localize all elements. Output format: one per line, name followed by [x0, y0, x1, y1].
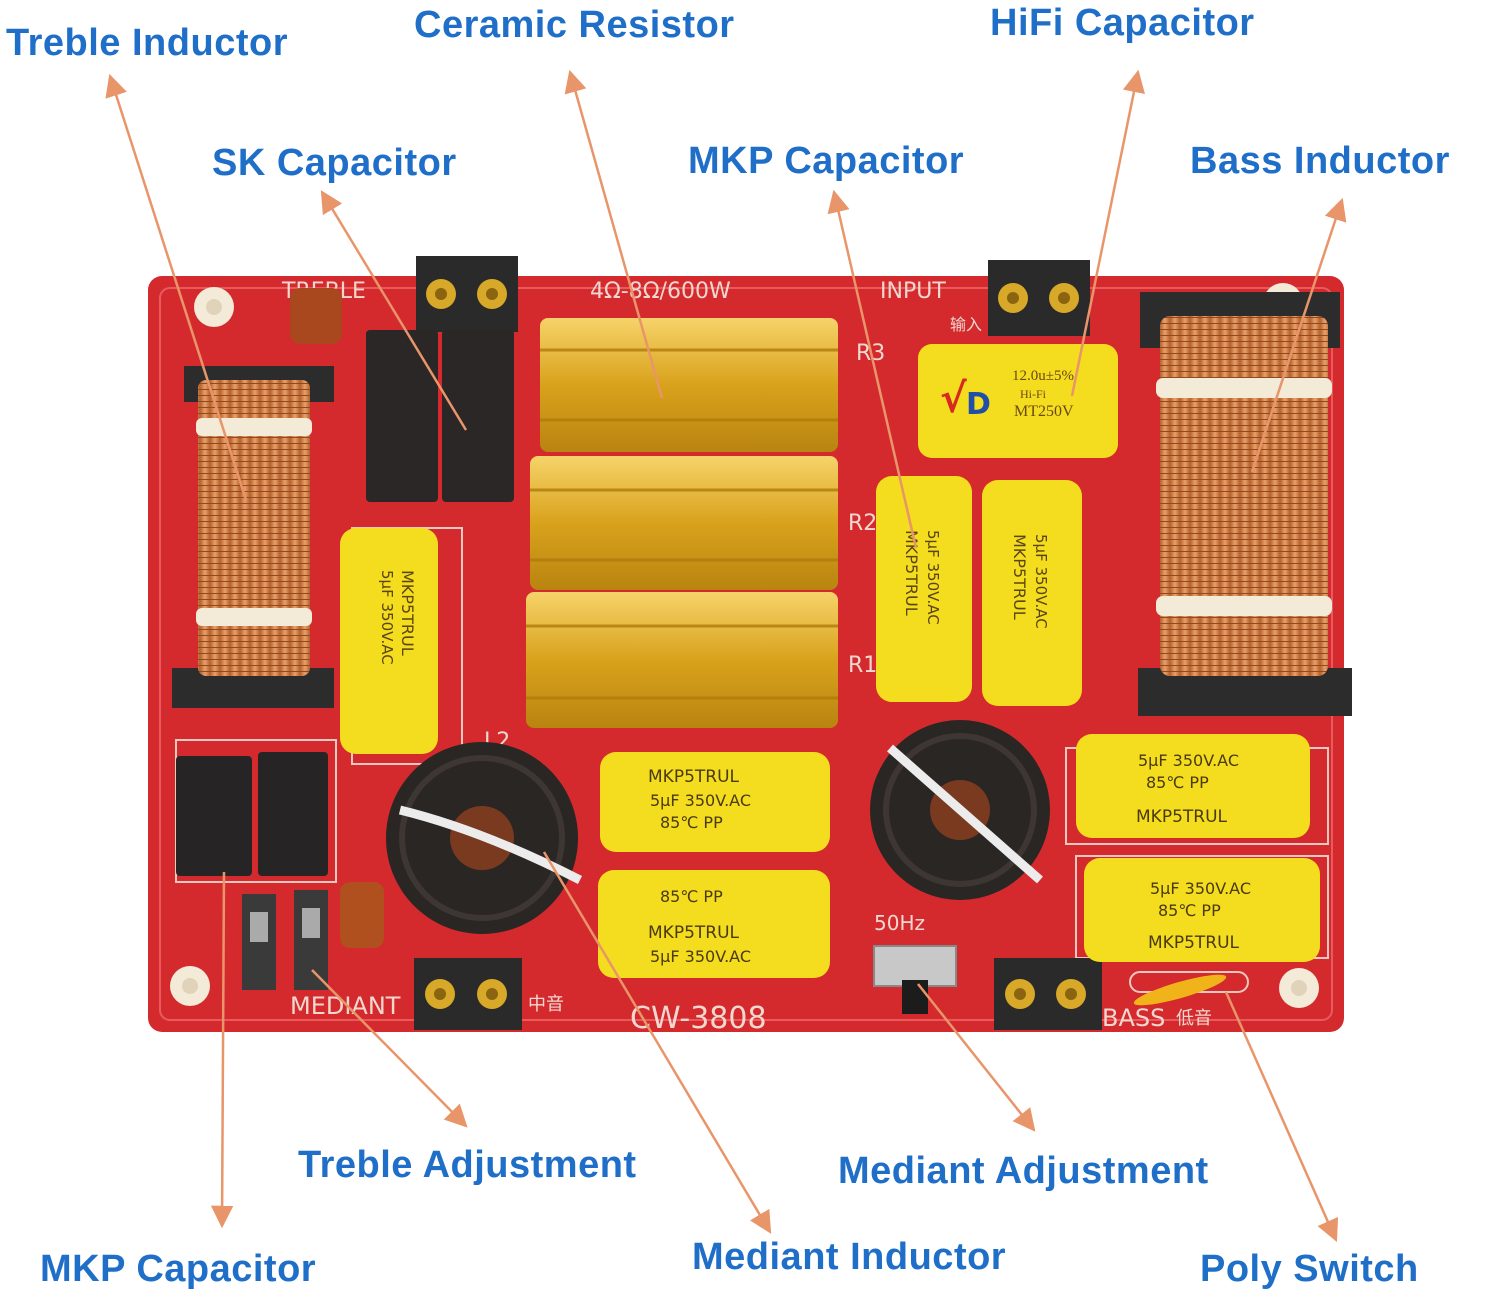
svg-text:MKP5TRUL: MKP5TRUL: [1136, 807, 1228, 827]
sk-capacitor-blocks: [366, 330, 514, 502]
svg-text:85℃ PP: 85℃ PP: [660, 887, 723, 906]
rating-silkscreen: 4Ω-8Ω/600W: [590, 279, 731, 304]
svg-text:MKP5TRUL: MKP5TRUL: [398, 570, 417, 656]
poly-switch: [1129, 971, 1249, 1006]
input-silkscreen: INPUT: [880, 279, 946, 304]
arrow-ceramic-resistor: [564, 69, 664, 399]
label-treble-inductor: Treble Inductor: [6, 22, 288, 64]
hifi-cap-type: Hi-Fi: [1020, 387, 1047, 401]
arrow-treble-adjustment: [311, 969, 468, 1128]
mkp-capacitor-horizontal-1: MKP5TRUL 5μF 350V.AC 85℃ PP: [600, 752, 830, 852]
mediant-silkscreen: MEDIANT: [290, 992, 401, 1020]
mkp-capacitor-horizontal-2: 85℃ PP MKP5TRUL 5μF 350V.AC: [598, 870, 830, 978]
svg-text:5μF 350V.AC: 5μF 350V.AC: [1138, 751, 1239, 770]
ceramic-resistors: [526, 318, 838, 728]
mediant-inductor-toroid-right: [870, 720, 1050, 900]
label-ceramic-resistor: Ceramic Resistor: [414, 4, 735, 46]
r2-silkscreen: R2: [848, 511, 877, 536]
arrow-hifi-capacitor: [1070, 69, 1145, 397]
svg-text:5μF 350V.AC: 5μF 350V.AC: [1032, 534, 1050, 629]
label-poly-switch: Poly Switch: [1200, 1248, 1419, 1290]
label-mediant-adjustment: Mediant Adjustment: [838, 1150, 1209, 1192]
svg-text:5μF 350V.AC: 5μF 350V.AC: [924, 530, 942, 625]
label-treble-adjustment: Treble Adjustment: [298, 1144, 637, 1186]
svg-text:85℃ PP: 85℃ PP: [1146, 773, 1209, 792]
mkp-capacitor-horizontal-3: 5μF 350V.AC 85℃ PP MKP5TRUL: [1076, 734, 1310, 838]
mkp-capacitor-horizontal-4: 5μF 350V.AC 85℃ PP MKP5TRUL: [1084, 858, 1320, 962]
mkp-capacitor-vertical-left: MKP5TRUL 5μF 350V.AC: [340, 528, 438, 754]
arrow-poly-switch: [1224, 991, 1339, 1243]
svg-text:D: D: [966, 387, 991, 422]
svg-text:85℃ PP: 85℃ PP: [1158, 901, 1221, 920]
svg-text:5μF 350V.AC: 5μF 350V.AC: [650, 791, 751, 810]
arrow-mkp-capacitor-bottom: [210, 871, 234, 1229]
arrow-mediant-inductor: [542, 851, 772, 1234]
cn-bass-silkscreen: 低音: [1176, 1008, 1212, 1029]
arrow-mediant-adjustment: [917, 983, 1036, 1132]
arrow-bass-inductor: [1250, 197, 1347, 473]
label-mediant-inductor: Mediant Inductor: [692, 1236, 1007, 1278]
svg-text:5μF 350V.AC: 5μF 350V.AC: [650, 947, 751, 966]
svg-text:MKP5TRUL: MKP5TRUL: [902, 530, 921, 616]
freq-silkscreen: 50Hz: [874, 911, 925, 935]
arrow-sk-capacitor: [320, 190, 468, 431]
mounting-holes: [170, 283, 1319, 1008]
arrow-mkp-capacitor-top: [827, 189, 918, 549]
label-mkp-capacitor-top: MKP Capacitor: [688, 140, 965, 182]
svg-text:MKP5TRUL: MKP5TRUL: [648, 767, 740, 787]
label-hifi-capacitor: HiFi Capacitor: [990, 2, 1255, 44]
svg-text:MKP5TRUL: MKP5TRUL: [1148, 933, 1240, 953]
terminal-block-mediant: [414, 958, 522, 1030]
bass-silkscreen: BASS: [1102, 1004, 1165, 1032]
cn-input-silkscreen: 输入: [950, 315, 982, 334]
mkp-capacitor-vertical-mid-1: MKP5TRUL 5μF 350V.AC: [876, 476, 972, 702]
mkp-capacitor-black-pair: [176, 752, 328, 876]
svg-text:MKP5TRUL: MKP5TRUL: [1010, 534, 1029, 620]
cn-mid-silkscreen: 中音: [528, 994, 564, 1015]
hifi-capacitor: √ D 12.0u±5% Hi-Fi MT250V: [918, 344, 1118, 458]
small-brown-capacitor-2: [340, 882, 384, 948]
svg-text:MKP5TRUL: MKP5TRUL: [648, 923, 740, 943]
label-mkp-capacitor-bottom: MKP Capacitor: [40, 1248, 317, 1290]
arrow-treble-inductor: [105, 73, 248, 501]
svg-text:√: √: [940, 376, 967, 422]
small-brown-capacitor: [290, 288, 342, 344]
label-sk-capacitor: SK Capacitor: [212, 142, 457, 184]
hifi-cap-value: 12.0u±5%: [1012, 368, 1074, 384]
mediant-inductor-toroid-left: [386, 742, 583, 934]
terminal-block-treble: [416, 256, 518, 332]
treble-adjustment-switches: [242, 890, 328, 990]
svg-text:5μF 350V.AC: 5μF 350V.AC: [378, 570, 396, 665]
model-silkscreen: CW-3808: [630, 1001, 767, 1036]
bass-inductor-coil: [1138, 292, 1352, 716]
label-bass-inductor: Bass Inductor: [1190, 140, 1450, 182]
svg-text:5μF 350V.AC: 5μF 350V.AC: [1150, 879, 1251, 898]
r1-silkscreen: R1: [848, 653, 877, 678]
mediant-adjustment-switch: [873, 945, 957, 1014]
terminal-block-bass: [994, 958, 1102, 1030]
terminal-block-input: [988, 260, 1090, 336]
hifi-cap-voltage: MT250V: [1014, 403, 1074, 420]
svg-text:85℃ PP: 85℃ PP: [660, 813, 723, 832]
treble-inductor-coil: [172, 366, 334, 708]
callout-arrows: [105, 69, 1347, 1243]
mkp-capacitor-vertical-mid-2: MKP5TRUL 5μF 350V.AC: [982, 480, 1082, 706]
